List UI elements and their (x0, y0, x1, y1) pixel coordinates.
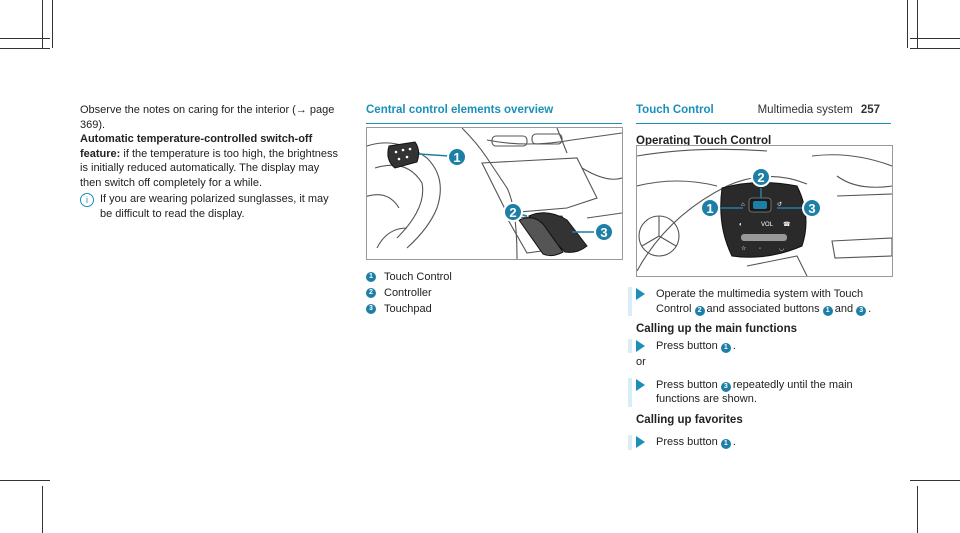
step-text: Press button (656, 378, 718, 391)
crop-mark (0, 48, 50, 49)
legend-item: 2 Controller (366, 285, 452, 301)
central-control-illustration: 1 2 3 (366, 127, 623, 260)
step-text: Press button (656, 339, 718, 352)
info-note: i If you are wearing polarized sunglasse… (80, 192, 342, 221)
section-title-central-control: Central control elements overview (366, 103, 622, 124)
subtitle-operating: Operating Touch Control (636, 134, 772, 147)
touch-control-illustration: ⌂ ↺ ◐ VOL ☎ ☆ ◦ ◡ 1 2 3 (636, 145, 893, 277)
callout-2-icon: 2 (503, 202, 523, 222)
middle-column: Central control elements overview (366, 103, 622, 124)
svg-text:☎: ☎ (783, 221, 791, 228)
number-badge: 1 (822, 305, 833, 316)
crop-mark (917, 0, 918, 48)
step-block: Press button 1. (628, 338, 891, 354)
legend-label: Touch Control (384, 271, 452, 283)
callout-1-icon: 1 (700, 198, 720, 218)
right-column: Touch Control Operating Touch Control (636, 103, 891, 148)
svg-text:↺: ↺ (777, 201, 782, 208)
number-badge: 3 (720, 381, 731, 392)
subtitle-favorites: Calling up favorites (636, 413, 743, 426)
vol-label: VOL (761, 222, 774, 228)
instruction-step: Press button 1. (636, 339, 891, 354)
crop-mark (42, 0, 43, 48)
crop-mark (910, 38, 960, 39)
left-column: Observe the notes on caring for the inte… (80, 103, 342, 221)
subtitle-main-functions: Calling up the main functions (636, 323, 797, 335)
legend-number-badge: 2 (366, 288, 376, 298)
crop-mark (0, 38, 50, 39)
step-block: Operate the multimedia system with Touch… (628, 287, 891, 316)
care-note-paragraph: Observe the notes on caring for the inte… (80, 104, 335, 131)
or-text: or (636, 356, 646, 368)
callout-1-icon: 1 (447, 147, 467, 167)
legend-item: 1 Touch Control (366, 269, 452, 285)
step-text: and (834, 302, 854, 315)
crop-mark (917, 486, 918, 533)
crop-mark (910, 480, 960, 481)
svg-text:1: 1 (453, 150, 460, 165)
step-text: Press button (656, 436, 718, 448)
callout-3-icon: 3 (802, 198, 822, 218)
legend-item: 3 Touchpad (366, 301, 452, 317)
callout-3-icon: 3 (594, 222, 614, 242)
crop-mark (52, 0, 53, 48)
info-note-text: If you are wearing polarized sunglasses,… (100, 193, 329, 220)
svg-text:◡: ◡ (779, 246, 784, 252)
step-text: . (868, 302, 872, 315)
callout-2-icon: 2 (751, 167, 771, 187)
crop-mark (910, 48, 960, 49)
svg-text:3: 3 (600, 225, 607, 240)
step-text: and associated buttons (706, 302, 820, 315)
legend-number-badge: 3 (366, 304, 376, 314)
svg-text:◦: ◦ (759, 246, 761, 252)
figure-legend: 1 Touch Control 2 Controller 3 Touchpad (366, 269, 452, 317)
svg-text:⌂: ⌂ (741, 202, 745, 208)
step-text: repeatedly until the main functions are … (656, 378, 853, 406)
step-block: Press button 1. (628, 435, 891, 450)
legend-number-badge: 1 (366, 272, 376, 282)
svg-text:◐: ◐ (739, 222, 743, 228)
svg-text:1: 1 (706, 201, 713, 216)
crop-mark (0, 480, 50, 481)
info-icon: i (80, 193, 94, 207)
central-console-drawing: 1 2 3 (367, 128, 622, 259)
number-badge: 2 (694, 305, 705, 316)
touch-control-instructions: Operate the multimedia system with Touch… (628, 287, 891, 450)
svg-text:2: 2 (509, 205, 516, 220)
page-number: 257 (860, 104, 880, 116)
section-title-touch-control: Touch Control (636, 103, 891, 124)
number-badge: 1 (720, 342, 731, 353)
svg-text:2: 2 (757, 170, 764, 185)
steering-wheel-drawing: ⌂ ↺ ◐ VOL ☎ ☆ ◦ ◡ 1 2 3 (637, 148, 892, 276)
crop-mark (42, 486, 43, 533)
svg-text:3: 3 (808, 201, 815, 216)
number-badge: 3 (856, 305, 867, 316)
auto-switch-off-paragraph: Automatic temperature-controlled switch-… (80, 132, 342, 190)
running-header: Multimedia system 257 (758, 104, 880, 116)
section-name: Multimedia system (757, 104, 853, 116)
legend-label: Touchpad (384, 303, 432, 315)
svg-text:☆: ☆ (741, 245, 746, 252)
crop-mark (907, 0, 908, 48)
legend-label: Controller (384, 287, 432, 299)
instruction-step: Operate the multimedia system with Touch… (636, 287, 891, 316)
instruction-step: Press button 1. (636, 435, 891, 450)
auto-switch-off-heading: Automatic temperature-controlled switch-… (80, 133, 313, 160)
number-badge: 1 (720, 439, 731, 449)
step-text: Operate the multimedia system with Touch… (656, 288, 864, 315)
auto-switch-off-text: if the temperature is too high, the brig… (80, 147, 339, 189)
